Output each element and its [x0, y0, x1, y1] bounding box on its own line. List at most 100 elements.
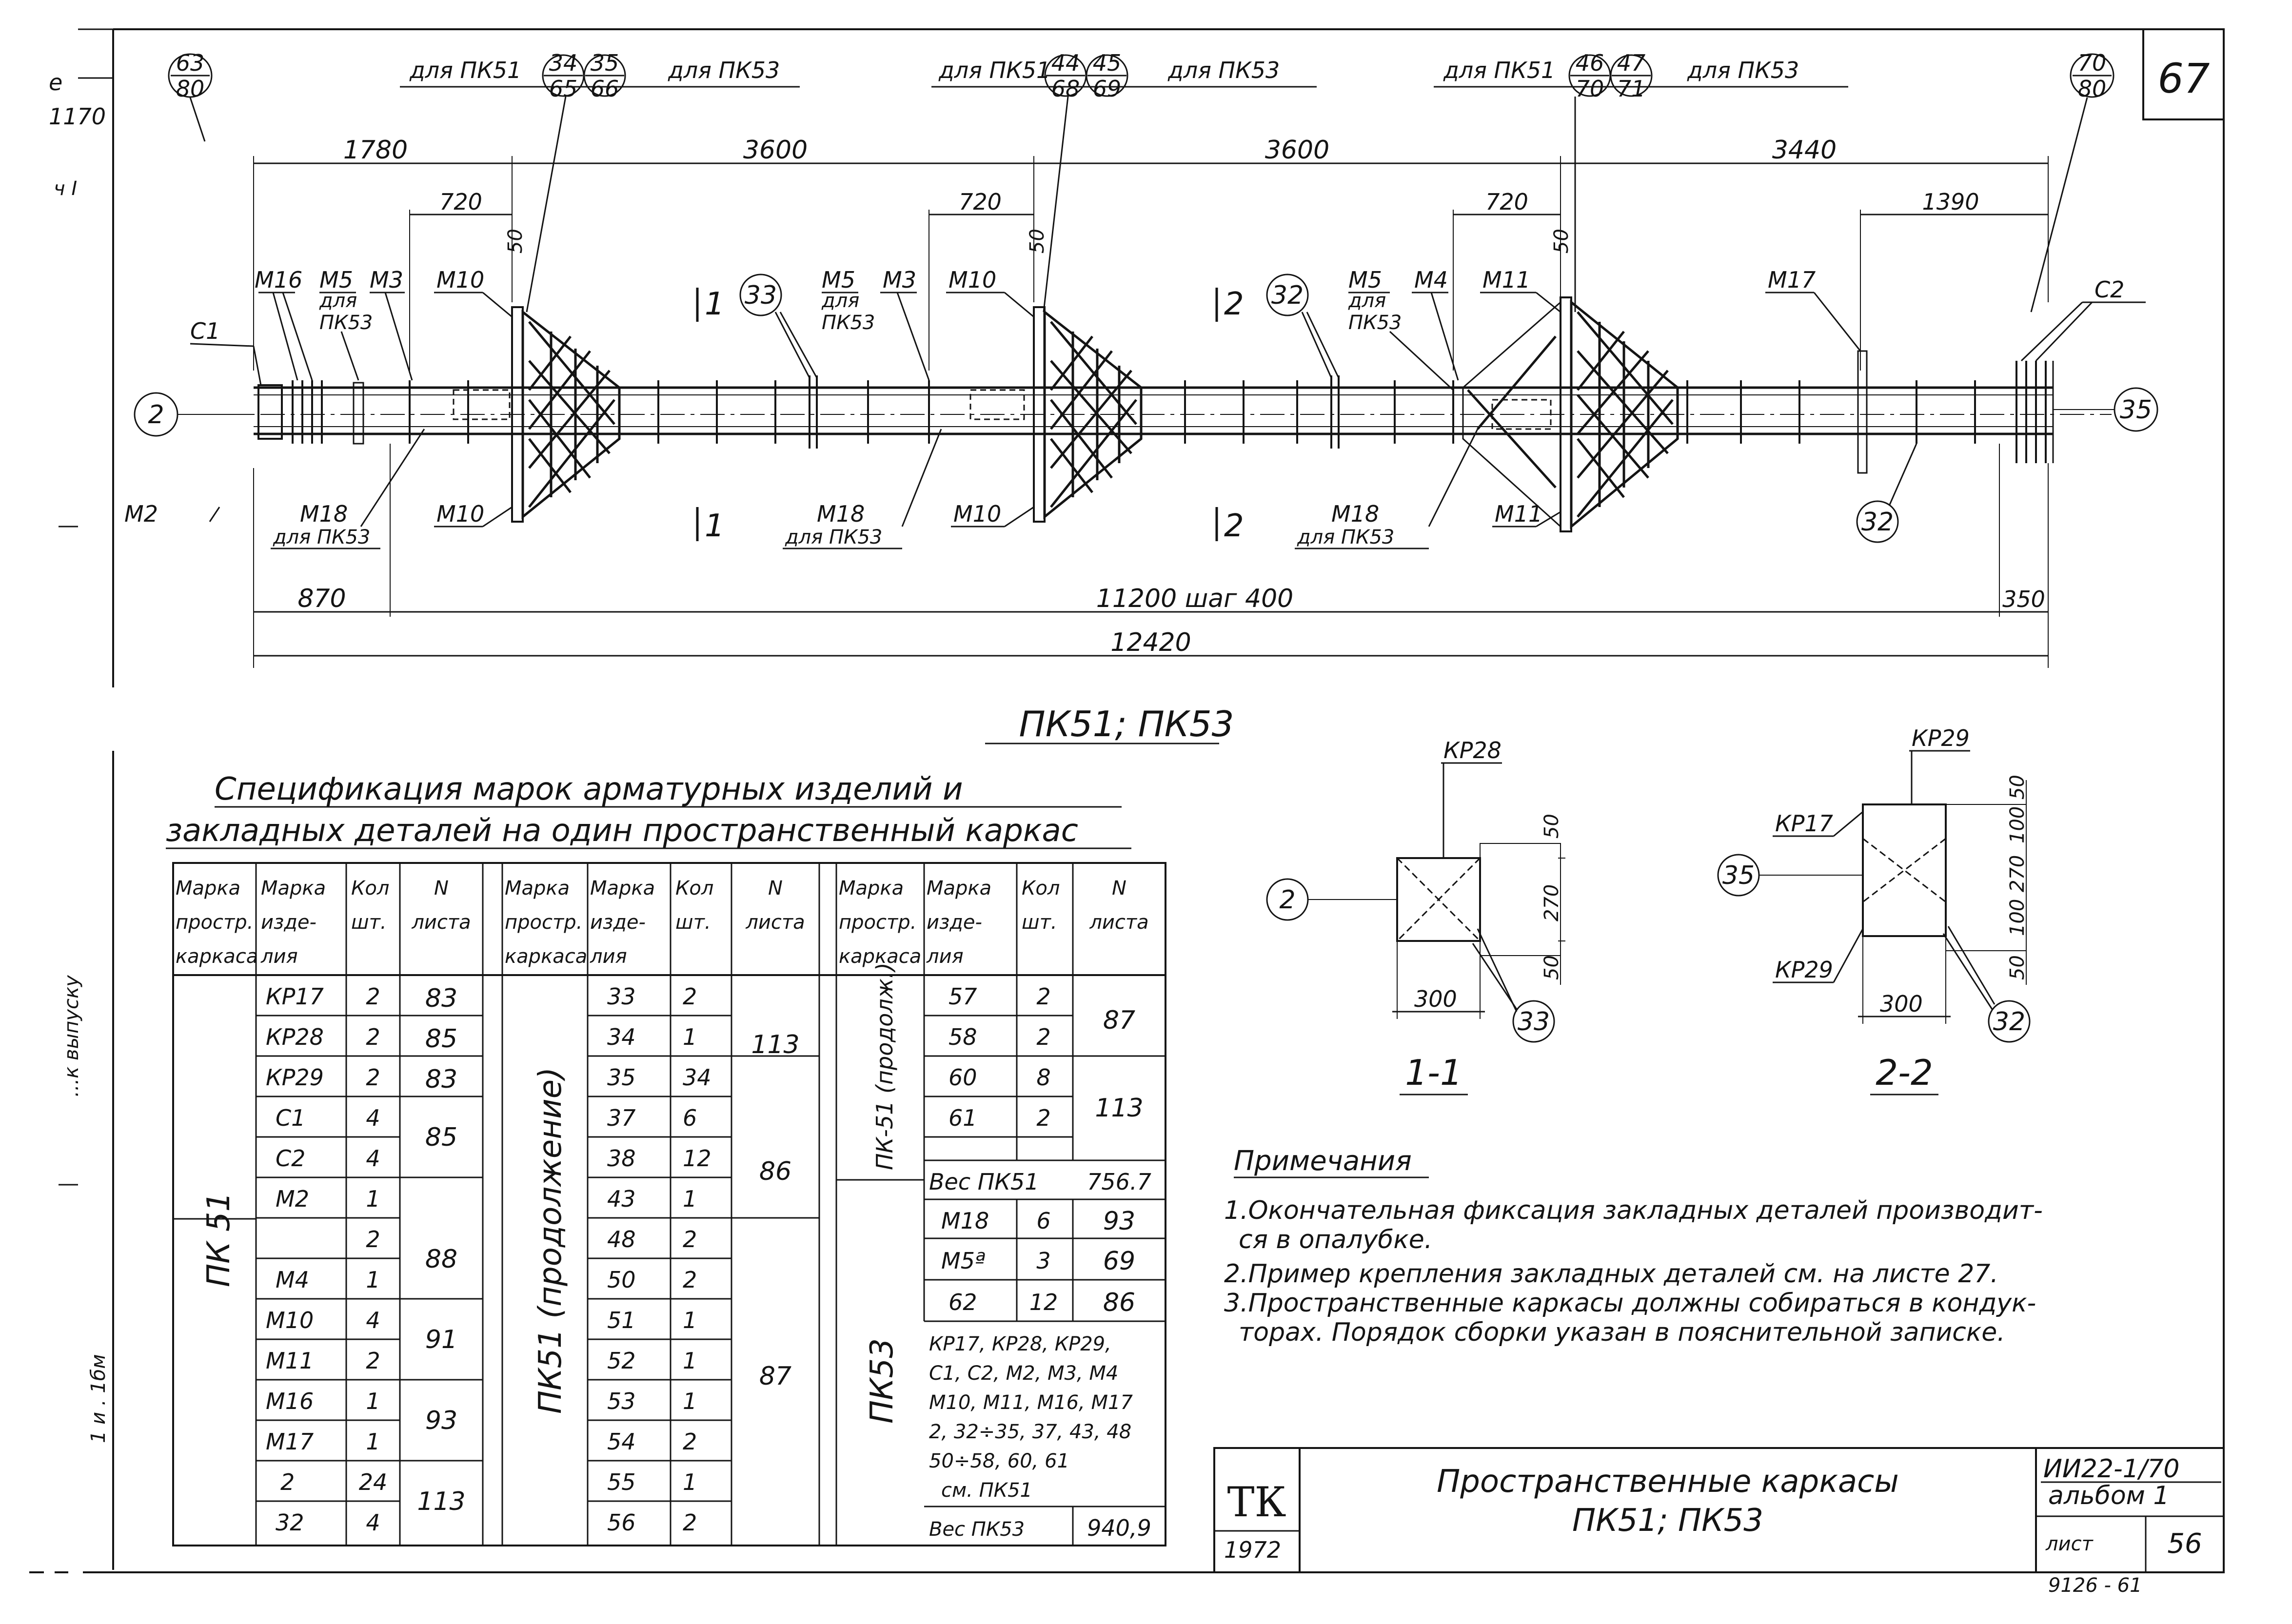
section-2-2-kp17: КР17 — [1775, 810, 1833, 837]
svg-text:69: 69 — [1093, 76, 1122, 102]
svg-text:М10, М11, М16, М17: М10, М11, М16, М17 — [929, 1391, 1133, 1414]
svg-text:М4: М4 — [276, 1267, 309, 1293]
svg-text:1: 1 — [683, 1348, 697, 1374]
svg-text:12: 12 — [1029, 1289, 1058, 1315]
ref-circle-70-80: 70 80 — [2030, 50, 2114, 313]
svg-text:270: 270 — [1541, 884, 1563, 921]
svg-text:86: 86 — [759, 1157, 791, 1186]
svg-text:61: 61 — [948, 1105, 977, 1131]
svg-text:50: 50 — [1541, 814, 1563, 839]
label-for-pk53-b: для ПК53 — [785, 526, 882, 548]
svg-text:М10: М10 — [266, 1307, 314, 1333]
svg-text:для: для — [1348, 290, 1386, 312]
label-m5-c: М5 — [1348, 267, 1382, 293]
svg-text:2: 2 — [366, 1064, 380, 1091]
stamp-bottom-code: 9126 - 61 — [2048, 1574, 2142, 1597]
section-2-2-circle-32: 32 — [1993, 1007, 2025, 1037]
svg-text:63: 63 — [176, 50, 205, 76]
svg-text:М16: М16 — [266, 1388, 314, 1414]
svg-text:8: 8 — [1036, 1064, 1050, 1091]
stamp-year: 1972 — [1224, 1537, 1281, 1563]
svg-text:43: 43 — [607, 1186, 636, 1212]
svg-text:71: 71 — [1617, 76, 1646, 102]
svg-text:листа: листа — [411, 911, 471, 934]
label-m2: М2 — [124, 501, 158, 527]
svg-text:50: 50 — [2006, 955, 2029, 980]
svg-text:2: 2 — [1036, 1105, 1050, 1131]
svg-text:68: 68 — [1051, 76, 1080, 102]
svg-text:37: 37 — [607, 1105, 636, 1131]
callout-32-top: 32 — [1266, 274, 1340, 378]
block4-rows: М18 6 93 М5ª 3 69 62 12 86 КР17, КР28, К… — [929, 1207, 1151, 1541]
label-m10-b: М10 — [436, 501, 484, 527]
svg-text:шт.: шт. — [1022, 911, 1057, 934]
label-m10-a: М10 — [436, 267, 484, 293]
svg-text:2: 2 — [683, 1509, 697, 1536]
svg-text:56: 56 — [607, 1509, 636, 1536]
section-cut-2-bottom: 2 — [1224, 508, 1244, 544]
note-line-3: 2.Пример крепления закладных деталей см.… — [1224, 1259, 1998, 1289]
svg-text:44: 44 — [1051, 50, 1080, 76]
svg-text:для: для — [821, 290, 859, 312]
svg-text:50: 50 — [2006, 775, 2029, 800]
svg-text:2: 2 — [280, 1469, 295, 1495]
label-m10-d: М10 — [953, 501, 1001, 527]
dim-3600-b: 3600 — [1265, 136, 1329, 165]
notes-heading: Примечания — [1234, 1145, 1412, 1177]
svg-text:листа: листа — [745, 911, 805, 934]
svg-text:100: 100 — [2006, 806, 2029, 843]
ref-group-1: для ПК51 34 65 35 66 для ПК53 — [400, 50, 800, 313]
svg-text:Кол: Кол — [675, 877, 713, 900]
svg-text:54: 54 — [607, 1428, 636, 1455]
svg-text:Марка: Марка — [176, 877, 240, 900]
svg-text:12: 12 — [683, 1145, 711, 1172]
svg-text:шт.: шт. — [675, 911, 711, 934]
svg-text:50: 50 — [1026, 229, 1048, 254]
svg-text:34: 34 — [683, 1064, 711, 1091]
dim-870: 870 — [297, 584, 346, 613]
callout-32-bottom: 32 — [1856, 443, 1917, 543]
svg-text:80: 80 — [2078, 76, 2107, 102]
ref-circle-63-80: 63 80 — [168, 50, 213, 142]
svg-text:лия: лия — [590, 945, 627, 968]
weight-pk53-label: Вес ПК53 — [929, 1518, 1025, 1541]
svg-text:65: 65 — [549, 76, 578, 102]
svg-text:93: 93 — [425, 1406, 457, 1435]
section-cut-1-bottom: 1 — [705, 508, 725, 544]
ref-group-3-right-text: для ПК53 — [1687, 57, 1799, 83]
label-m10-c: М10 — [948, 267, 996, 293]
svg-text:Марка: Марка — [261, 877, 326, 900]
ref-group-2: для ПК51 44 68 45 69 для ПК53 — [931, 50, 1317, 313]
svg-text:91: 91 — [425, 1325, 457, 1354]
section-1-1-circle-33: 33 — [1518, 1007, 1550, 1037]
svg-text:113: 113 — [751, 1030, 799, 1059]
spec-title-line-2: закладных деталей на один пространственн… — [166, 813, 1078, 849]
svg-text:изде-: изде- — [927, 911, 982, 934]
mark-labels: С1 М16 М5 для ПК53 М3 М10 М2 М18 для ПК5… — [124, 267, 2146, 549]
svg-text:1: 1 — [366, 1186, 380, 1212]
svg-text:83: 83 — [425, 1065, 457, 1094]
section-cut-1-top: 1 — [705, 286, 725, 322]
label-c1: С1 — [190, 318, 220, 344]
svg-text:62: 62 — [948, 1289, 977, 1315]
svg-text:листа: листа — [1089, 911, 1148, 934]
svg-text:35: 35 — [591, 50, 619, 76]
svg-text:2, 32÷35, 37, 43, 48: 2, 32÷35, 37, 43, 48 — [929, 1421, 1131, 1443]
block3-label: ПК-51 (продолж.) — [871, 962, 898, 1170]
svg-text:2: 2 — [1036, 983, 1050, 1010]
dim-total-12420: 12420 — [1110, 628, 1191, 657]
svg-text:33: 33 — [607, 983, 636, 1010]
dim-350: 350 — [2002, 586, 2045, 612]
svg-text:32: 32 — [276, 1509, 304, 1536]
svg-text:70: 70 — [1576, 76, 1604, 102]
ref-group-2-left-text: для ПК51 — [938, 57, 1050, 83]
svg-text:КР17, КР28, КР29,: КР17, КР28, КР29, — [929, 1333, 1111, 1355]
section-2-2-kp-top: КР29 — [1912, 725, 1970, 751]
svg-text:50÷58, 60, 61: 50÷58, 60, 61 — [929, 1450, 1069, 1472]
ref-group-2-right-text: для ПК53 — [1167, 57, 1280, 83]
svg-text:М5ª: М5ª — [941, 1248, 986, 1274]
label-for-pk53-a: для ПК53 — [273, 526, 370, 548]
left-edge-mark-3: ч I — [54, 177, 77, 200]
svg-text:2: 2 — [148, 400, 164, 430]
svg-text:N: N — [1112, 877, 1126, 900]
